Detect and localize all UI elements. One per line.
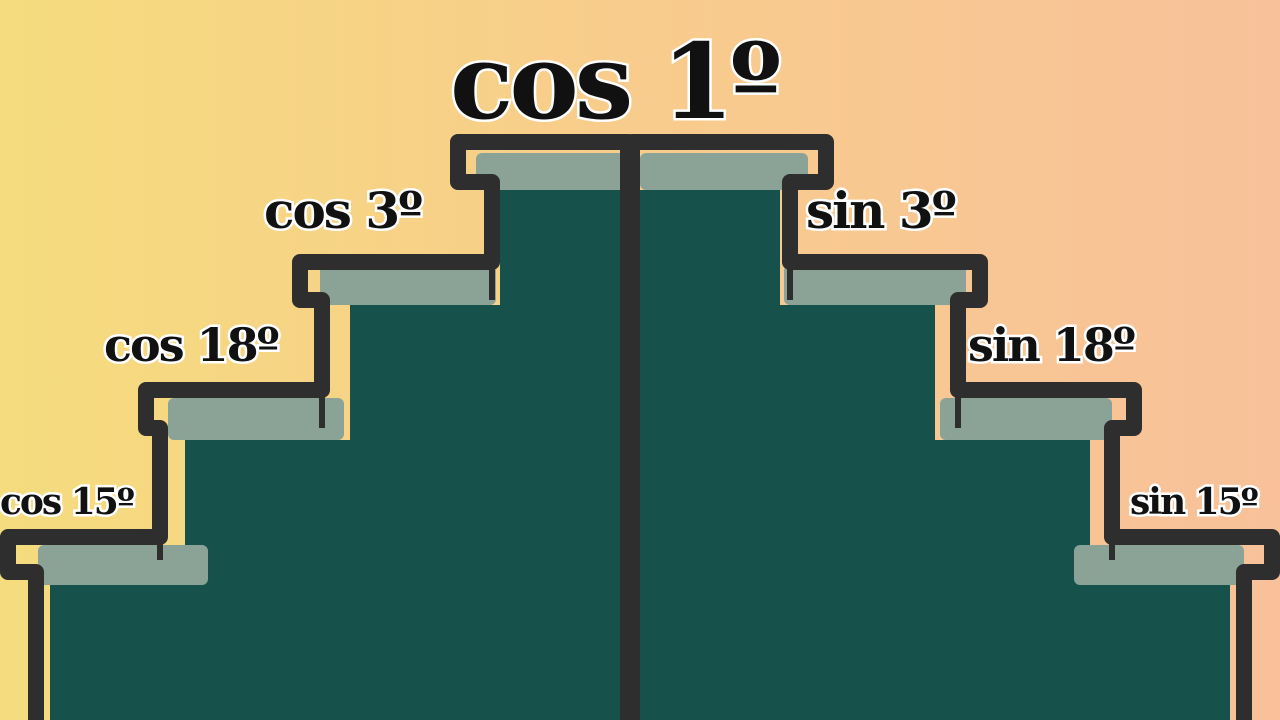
- left-staircase-fill: [50, 190, 625, 720]
- left-step-label-bottom: cos 15º: [0, 481, 137, 523]
- right-step-label-bottom: sin 15º: [1128, 481, 1262, 523]
- left-tread-highlight-3: [320, 265, 496, 305]
- left-tread-highlight-2: [168, 398, 344, 440]
- right-staircase-fill: [635, 190, 1230, 720]
- left-riser-shadow: [157, 182, 495, 560]
- right-tread-highlight-3: [940, 398, 1112, 440]
- right-riser-shadow: [787, 182, 1115, 560]
- left-tread-highlight-4: [476, 153, 626, 190]
- right-step-label-middle: sin 18º: [966, 318, 1139, 372]
- right-step-label-top: sin 3º: [804, 181, 960, 240]
- title-cos-1: cos 1º: [448, 20, 785, 143]
- right-tread-highlight-4: [1074, 545, 1244, 585]
- left-step-label-top: cos 3º: [261, 181, 425, 240]
- left-tread-highlight-1: [38, 545, 208, 585]
- right-tread-highlight-1: [640, 153, 808, 190]
- right-tread-highlight-2: [784, 265, 966, 305]
- left-step-label-middle: cos 18º: [102, 318, 283, 372]
